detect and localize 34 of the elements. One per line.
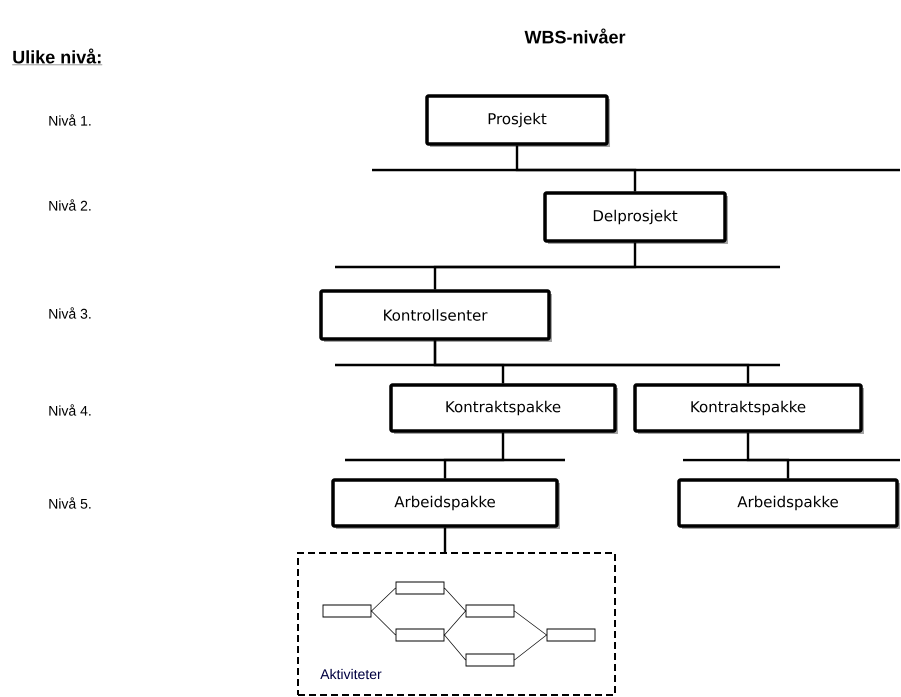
title: WBS-nivåer bbox=[524, 28, 626, 44]
tree-connector bbox=[434, 340, 750, 384]
tree-connector bbox=[444, 432, 504, 478]
process-box: Arbeidspakke bbox=[331, 478, 560, 529]
connector-line bbox=[371, 610, 396, 636]
connector-line bbox=[444, 610, 466, 636]
connector-line bbox=[444, 588, 466, 612]
tree-connector bbox=[746, 432, 790, 478]
activity-box bbox=[546, 628, 596, 642]
tree-connector bbox=[516, 146, 636, 192]
activity-box bbox=[466, 654, 514, 666]
level-label: Nivå 3. bbox=[49, 307, 90, 319]
activity-box bbox=[396, 628, 444, 642]
connector-line bbox=[514, 634, 547, 660]
process-box: Kontraktspakke bbox=[633, 383, 864, 434]
process-box: Delprosjekt bbox=[543, 191, 728, 244]
level-label: Nivå 1. bbox=[49, 114, 90, 126]
connector-line bbox=[371, 588, 396, 612]
process-box: Prosjekt bbox=[425, 94, 610, 147]
activity-box bbox=[466, 604, 514, 618]
process-box: Kontrollsenter bbox=[319, 289, 552, 342]
level-label: Nivå 2. bbox=[49, 199, 90, 211]
section-heading: Ulike nivå: bbox=[12, 48, 102, 66]
process-box: Arbeidspakke bbox=[677, 478, 900, 529]
connector-line bbox=[514, 610, 547, 636]
activity-box bbox=[396, 582, 444, 594]
tree-connector bbox=[434, 242, 636, 290]
process-box: Kontraktspakke bbox=[389, 383, 618, 434]
tree-connector bbox=[444, 528, 446, 552]
dashed-group-box: Aktiviteter bbox=[297, 552, 616, 696]
level-label: Nivå 5. bbox=[49, 497, 90, 509]
connector-line bbox=[444, 634, 466, 660]
level-label: Nivå 4. bbox=[49, 404, 90, 416]
activity-box bbox=[322, 604, 372, 618]
